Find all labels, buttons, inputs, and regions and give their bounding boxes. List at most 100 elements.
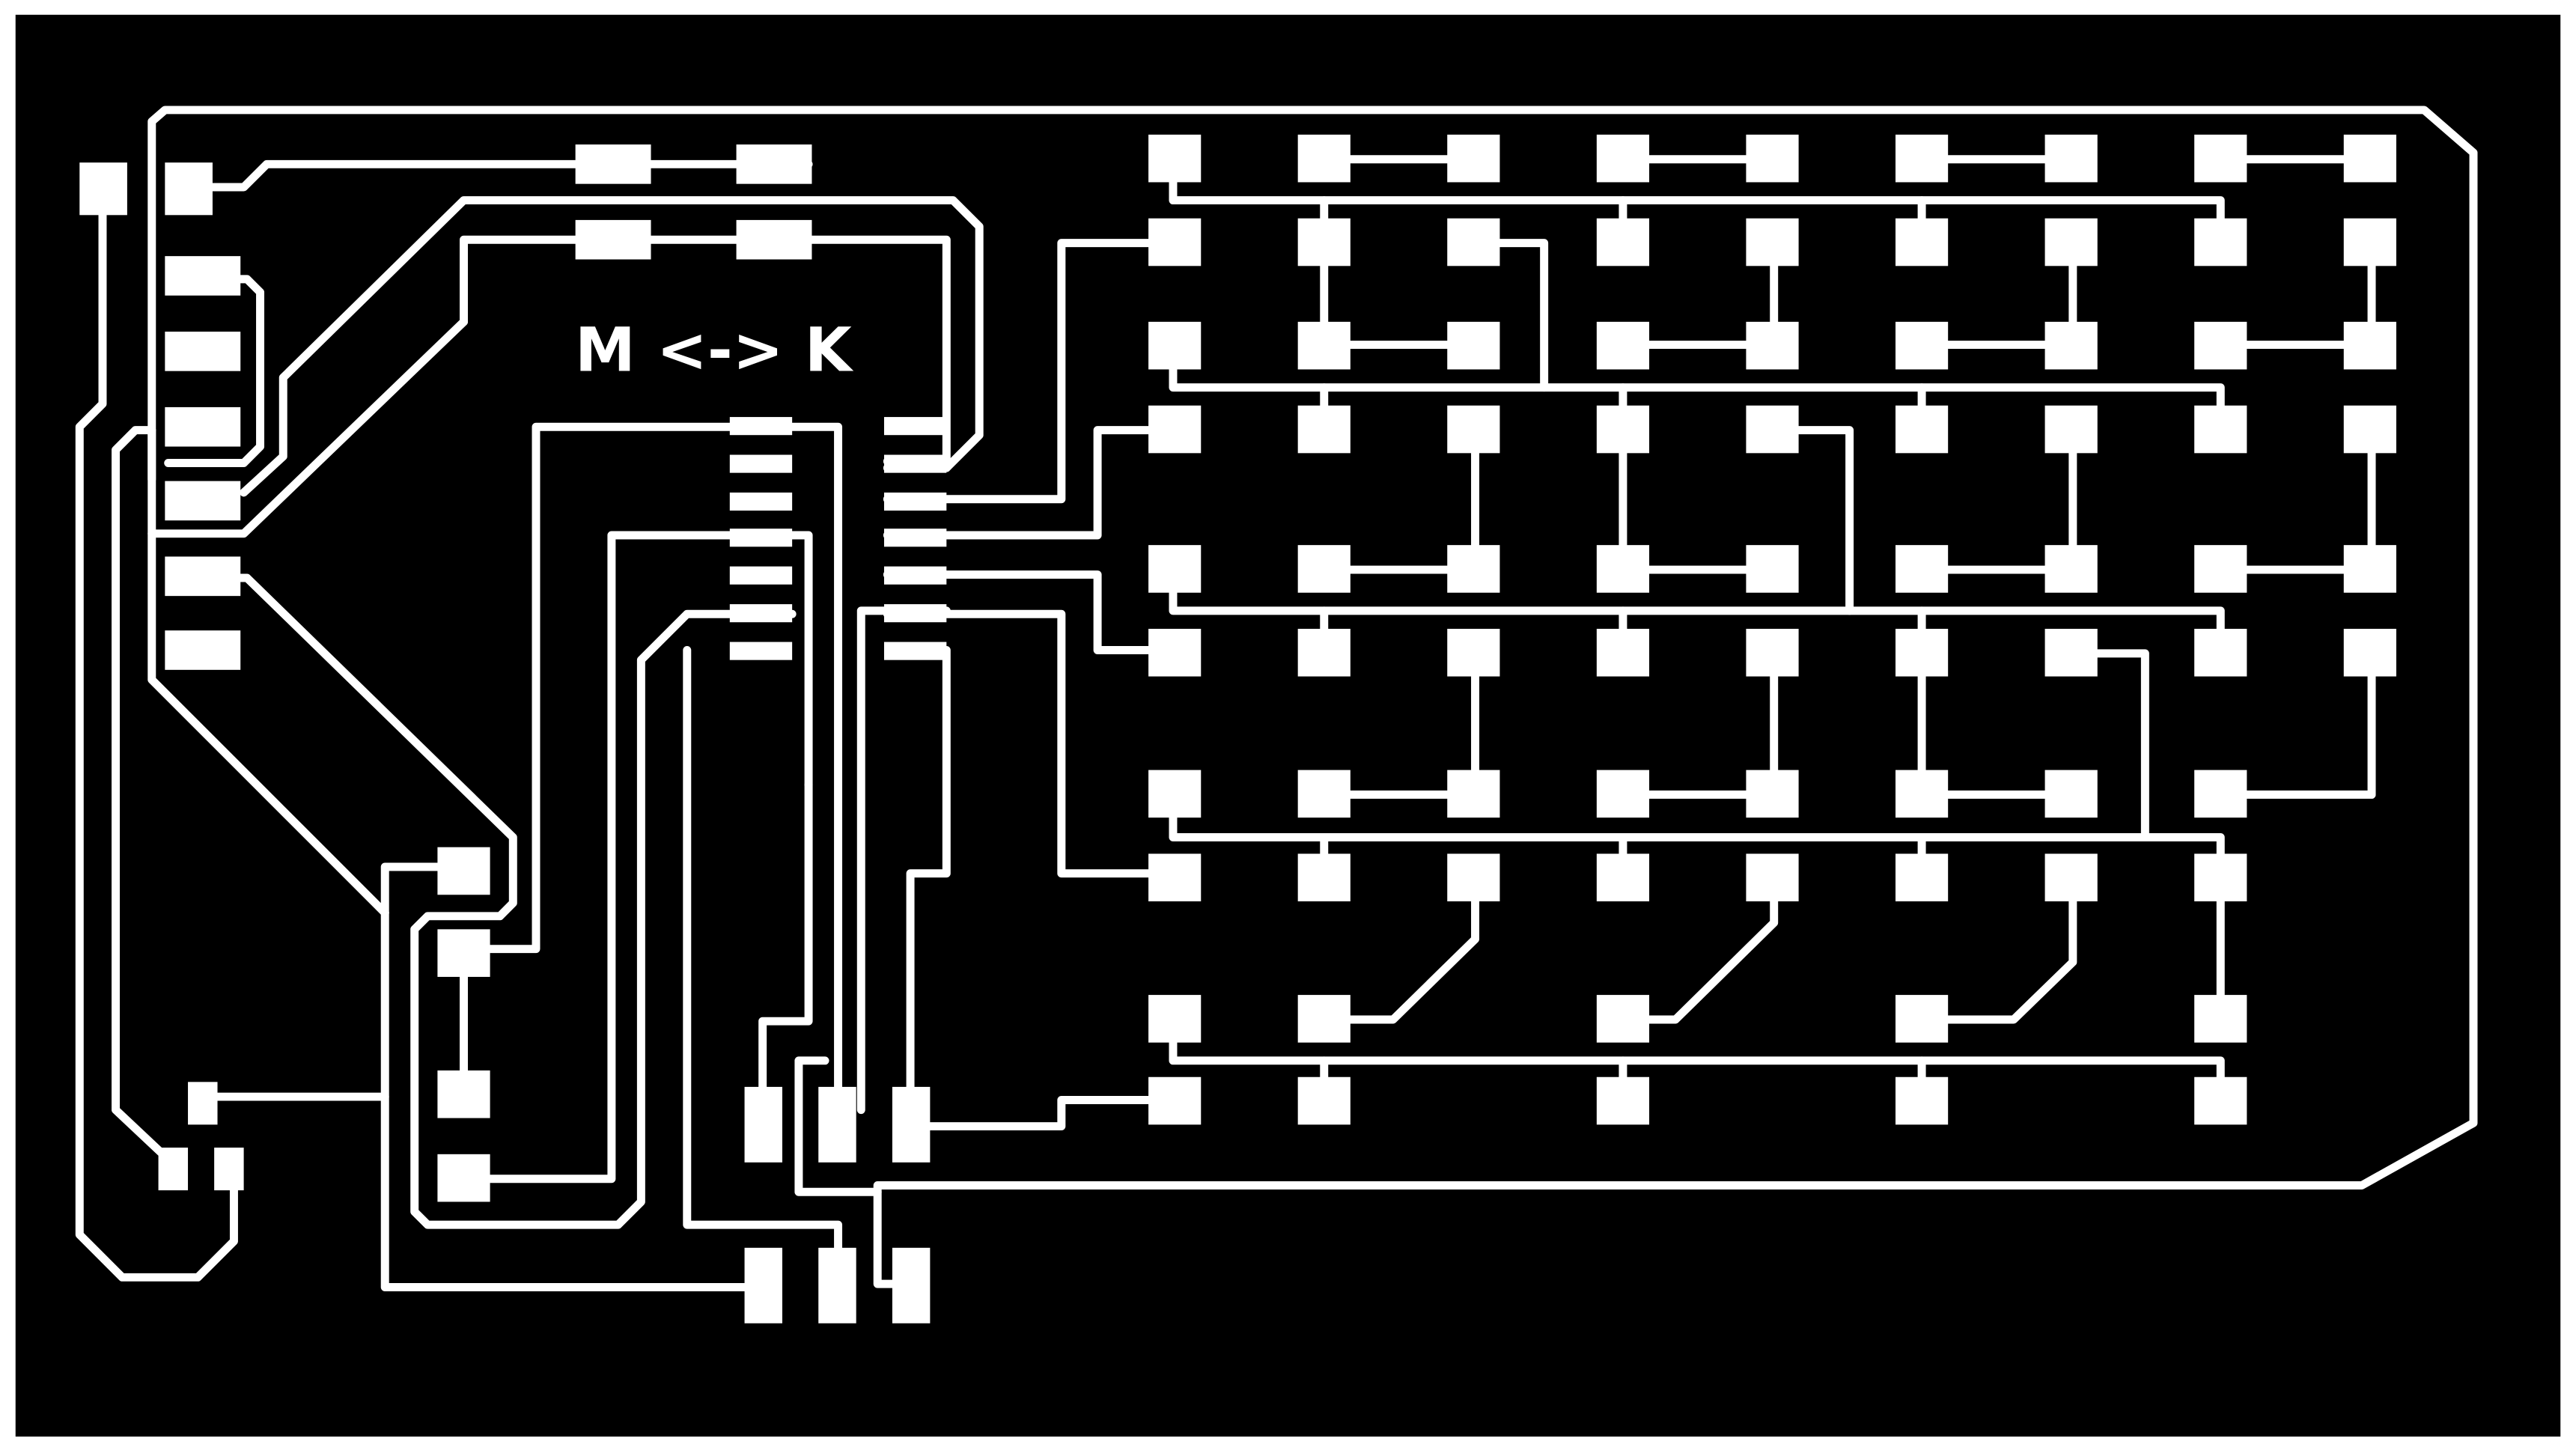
matrix-pad: [1895, 405, 1949, 454]
matrix-pad: [1148, 218, 1202, 266]
chip-trace-9: [883, 609, 1181, 878]
key-matrix-pads: [1148, 134, 2396, 1125]
matrix-pad: [2194, 218, 2247, 266]
matrix-pad: [1447, 770, 1500, 818]
matrix-pad: [1297, 545, 1351, 593]
pad: [214, 1148, 244, 1191]
matrix-pad: [1297, 321, 1351, 370]
matrix-pad: [1596, 545, 1650, 593]
matrix-pad: [2044, 405, 2098, 454]
pad: [165, 256, 241, 296]
matrix-pad: [1895, 218, 1949, 266]
matrix-pad: [2194, 321, 2247, 370]
matrix-pad: [1297, 770, 1351, 818]
matrix-pad: [1447, 545, 1500, 593]
chip-trace-10: [883, 570, 1181, 654]
matrix-verticals: [1320, 239, 2376, 1024]
ic-pad: [883, 492, 947, 511]
matrix-pairs: [1320, 155, 2376, 799]
chip-trace-5: [758, 780, 813, 1127]
matrix-pad: [1297, 1076, 1351, 1125]
matrix-pad: [1148, 1076, 1202, 1125]
matrix-pad: [2194, 1076, 2247, 1125]
pad: [818, 1247, 856, 1323]
matrix-pad: [1895, 770, 1949, 818]
matrix-pad: [1596, 629, 1650, 677]
matrix-pad: [2194, 134, 2247, 183]
matrix-pad: [2194, 995, 2247, 1043]
copper-traces: [75, 106, 2478, 1291]
chip-trace-8: [906, 646, 951, 1124]
matrix-pad: [1895, 853, 1949, 902]
matrix-pad: [1746, 770, 1799, 818]
row-bus-4: [1169, 810, 2225, 862]
matrix-pad: [2044, 853, 2098, 902]
matrix-pad: [1148, 770, 1202, 818]
pad: [892, 1086, 931, 1163]
matrix-pad: [1447, 405, 1500, 454]
pad: [79, 162, 127, 216]
matrix-pad: [2044, 545, 2098, 593]
board-label: M <-> K: [575, 316, 854, 386]
matrix-pad: [1596, 995, 1650, 1043]
chip-trace-7: [794, 1056, 882, 1196]
pad: [437, 929, 490, 977]
ic-pad: [729, 492, 793, 511]
header-trace-4: [147, 317, 468, 538]
matrix-pad: [1297, 405, 1351, 454]
matrix-pad: [1746, 321, 1799, 370]
matrix-pad: [1447, 629, 1500, 677]
pad: [818, 1086, 856, 1163]
pad: [744, 1086, 782, 1163]
ic-pad: [883, 642, 947, 660]
matrix-pad: [1596, 134, 1650, 183]
pad: [165, 162, 213, 216]
ic-pad: [883, 604, 947, 623]
matrix-pad: [1148, 405, 1202, 454]
outer-ground-trace: [147, 106, 2478, 1288]
ic-pad: [729, 566, 793, 585]
matrix-pad: [1297, 629, 1351, 677]
pad: [575, 219, 651, 260]
matrix-pad: [2044, 770, 2098, 818]
pad: [158, 1148, 189, 1191]
matrix-pad: [1746, 545, 1799, 593]
matrix-pad: [1746, 405, 1799, 454]
matrix-pad: [1297, 218, 1351, 266]
pad: [744, 1247, 782, 1323]
matrix-pad: [2044, 321, 2098, 370]
chip-trace-1: [460, 422, 843, 1137]
chip-trace-12: [883, 239, 1181, 504]
left-trace-2: [112, 426, 176, 1167]
left-trace-3: [147, 426, 389, 917]
pad: [165, 481, 241, 521]
matrix-pad: [1596, 218, 1650, 266]
header-trace-3: [240, 196, 984, 497]
ic-pad: [883, 528, 947, 547]
matrix-pad: [1895, 1076, 1949, 1125]
matrix-pad: [2194, 770, 2247, 818]
matrix-pad: [1447, 134, 1500, 183]
matrix-pad: [1297, 995, 1351, 1043]
ic-pad: [729, 604, 793, 623]
ic-pad: [729, 528, 793, 547]
matrix-pad: [1148, 134, 1202, 183]
matrix-pad: [1746, 134, 1799, 183]
pad: [736, 144, 812, 184]
matrix-pad: [1297, 134, 1351, 183]
matrix-pad: [1148, 629, 1202, 677]
pad: [165, 406, 241, 447]
left-trace-4: [200, 573, 797, 1229]
chip-trace-3: [460, 531, 813, 1184]
matrix-pad: [2044, 218, 2098, 266]
matrix-pad: [1895, 545, 1949, 593]
matrix-pad: [1447, 218, 1500, 266]
ic-pad: [883, 566, 947, 585]
matrix-pad: [2194, 405, 2247, 454]
pad: [437, 1154, 490, 1202]
matrix-pad: [1895, 321, 1949, 370]
matrix-pad: [2044, 629, 2098, 677]
matrix-pad: [2194, 629, 2247, 677]
ic-pad: [883, 454, 947, 473]
row-bus-2: [1169, 363, 2225, 412]
